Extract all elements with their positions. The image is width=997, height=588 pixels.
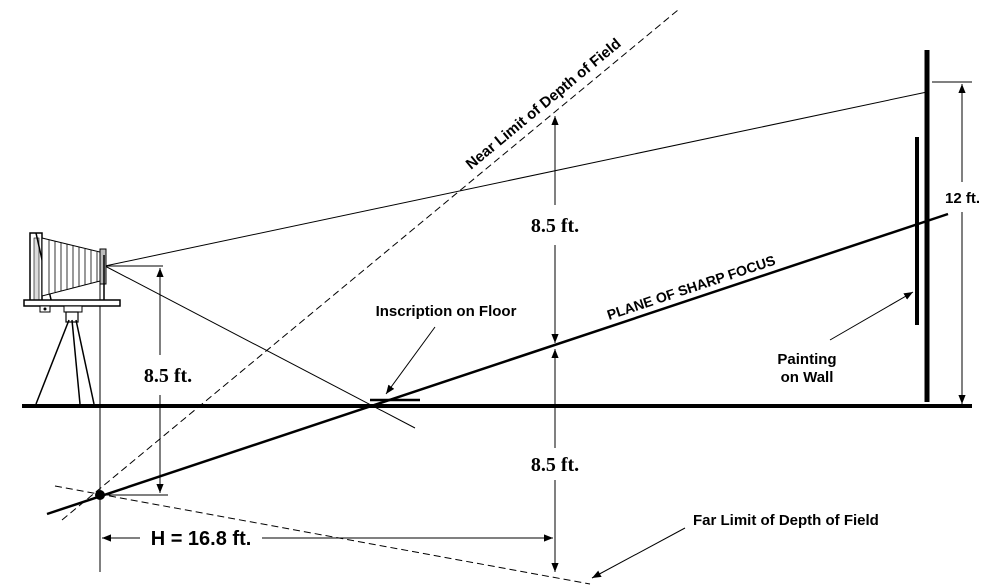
far-limit-label: Far Limit of Depth of Field [693, 512, 879, 529]
plane-of-sharp-focus-line [46, 212, 949, 516]
ray-to-floor [104, 265, 416, 429]
painting-label-line1: Painting [777, 351, 836, 368]
wall-height-label: 12 ft. [945, 190, 980, 207]
lower-gap-label: 8.5 ft. [531, 454, 579, 476]
near-limit-label: Near Limit of Depth of Field [463, 35, 625, 173]
upper-gap-label: 8.5 ft. [531, 215, 579, 237]
camera-rail [23, 299, 121, 307]
inscription-pointer [385, 326, 436, 395]
inscription-label: Inscription on Floor [376, 303, 517, 320]
near-limit-line [61, 9, 679, 521]
hyperfocal-label: H = 16.8 ft. [151, 528, 252, 550]
lens-standard [99, 248, 107, 285]
camera-height-label: 8.5 ft. [144, 365, 192, 387]
far-limit-pointer [591, 527, 686, 579]
far-limit-line [54, 485, 591, 585]
painting-label-line2: on Wall [781, 369, 834, 386]
view-camera [23, 232, 121, 313]
ray-to-wall-top [104, 91, 928, 267]
hyperfocal-point [95, 490, 105, 500]
painting-pointer [829, 291, 914, 341]
tripod [35, 311, 95, 405]
plane-of-focus-label: PLANE OF SHARP FOCUS [605, 252, 777, 323]
